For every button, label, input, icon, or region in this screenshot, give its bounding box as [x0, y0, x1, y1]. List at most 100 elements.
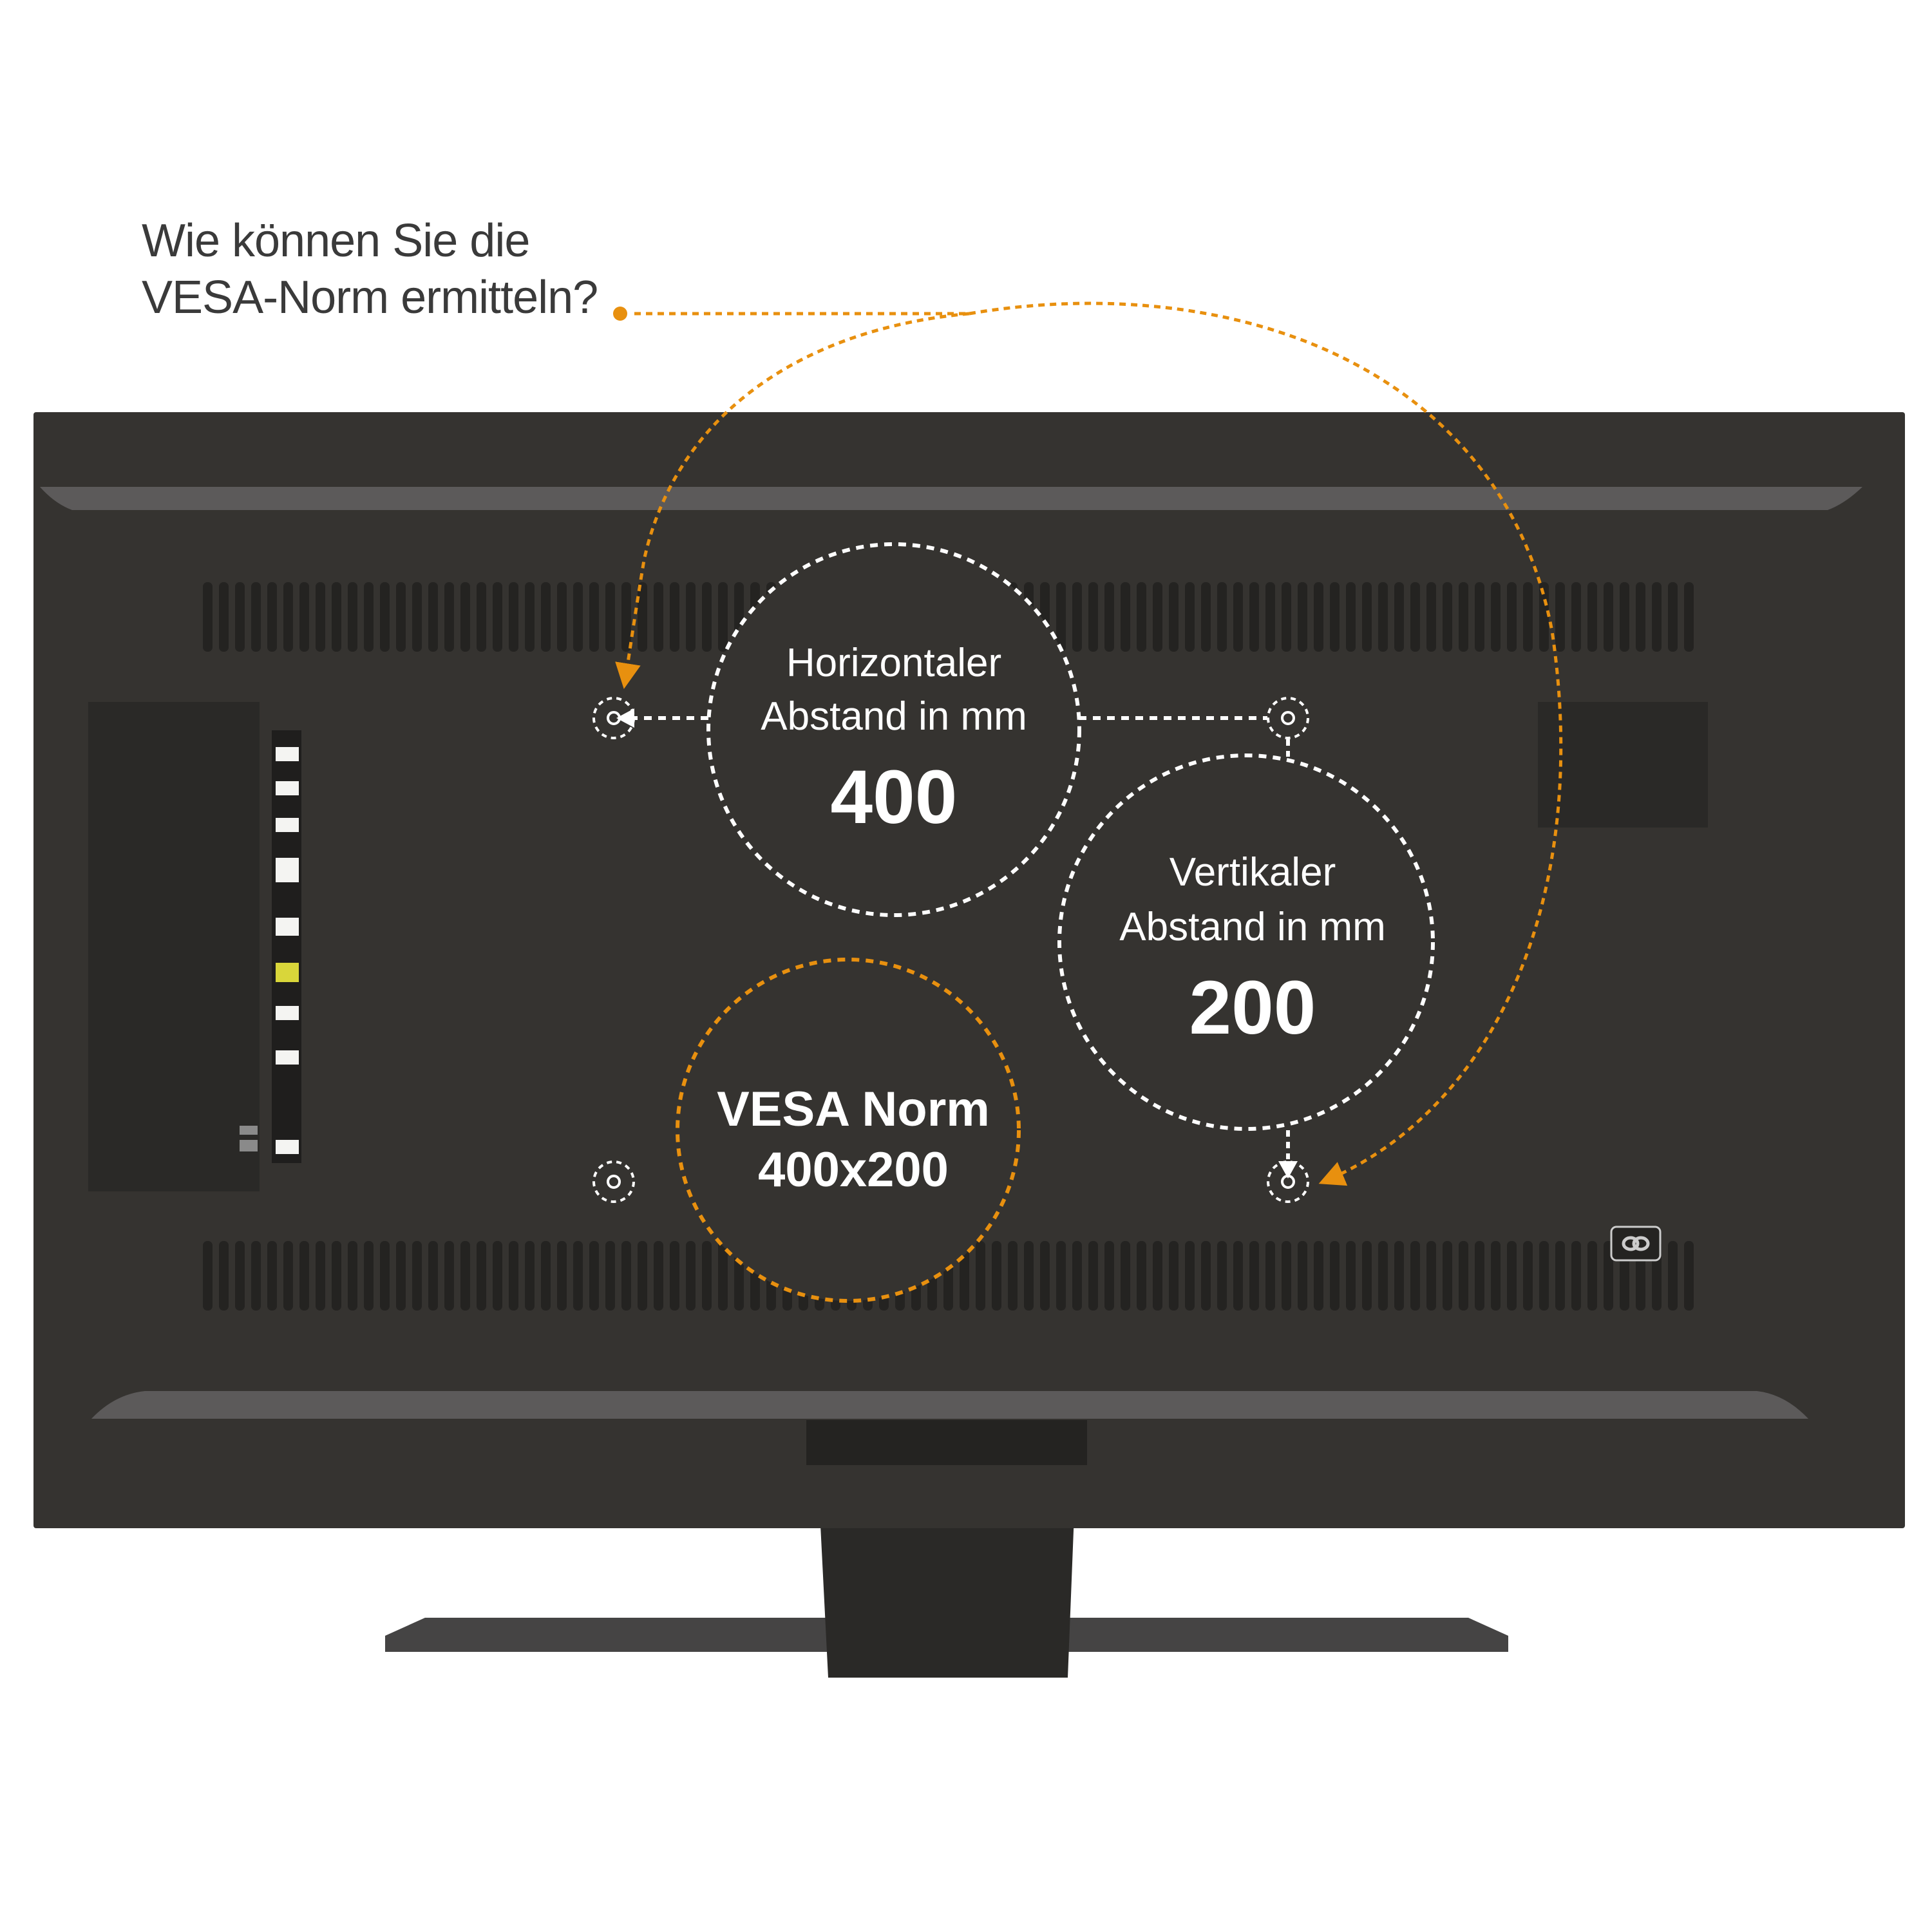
horizontal-distance-bubble: Horizontaler Abstand in mm 400: [706, 542, 1081, 917]
vent-slot: [1137, 1241, 1146, 1311]
vent-slot: [1201, 582, 1211, 652]
vent-slot: [573, 582, 583, 652]
vent-slot: [1233, 1241, 1243, 1311]
vent-slot: [1330, 582, 1340, 652]
vent-slot: [460, 582, 470, 652]
vent-slot: [332, 1241, 341, 1311]
vent-slot: [1652, 582, 1662, 652]
vent-slot: [1298, 1241, 1307, 1311]
vent-slot: [1056, 582, 1066, 652]
vent-slot: [525, 1241, 535, 1311]
stand-mount-block: [806, 1420, 1087, 1465]
pointer-arc-right: [969, 301, 1563, 1186]
vent-slot: [1104, 582, 1114, 652]
dimension-lines: [616, 708, 1298, 1179]
vent-slot: [1475, 1241, 1484, 1311]
vent-slot: [1169, 1241, 1179, 1311]
vent-slot: [299, 1241, 309, 1311]
vent-slot: [1024, 1241, 1034, 1311]
vent-slot: [283, 582, 293, 652]
vent-slot: [654, 1241, 663, 1311]
vent-slot: [203, 582, 213, 652]
vent-slot: [1217, 1241, 1227, 1311]
vent-slot: [1153, 582, 1162, 652]
vent-slot: [573, 1241, 583, 1311]
connector-port: [276, 781, 299, 795]
question-text: Wie können Sie die VESA-Norm ermitteln?: [142, 213, 598, 326]
vent-slot: [702, 1241, 712, 1311]
usb-port: [240, 1126, 258, 1135]
vertical-label-line-1: Vertikaler: [1170, 850, 1336, 895]
vesa-mount-holes: [592, 697, 1309, 1203]
screw-hole-center: [1281, 711, 1295, 725]
pointer-dot: [613, 307, 627, 321]
vent-slot: [686, 1241, 696, 1311]
vent-slot: [1539, 1241, 1549, 1311]
vent-slot: [589, 582, 599, 652]
vent-slot: [1008, 1241, 1018, 1311]
vent-slot: [1523, 582, 1533, 652]
vent-slot: [1604, 1241, 1613, 1311]
vent-slot: [316, 1241, 325, 1311]
vent-slot: [1507, 582, 1517, 652]
vent-slot: [1587, 1241, 1597, 1311]
vent-slot: [638, 582, 647, 652]
vent-slot: [1314, 582, 1323, 652]
vent-slot: [1426, 1241, 1436, 1311]
vent-slot: [412, 582, 422, 652]
vent-slot: [1153, 1241, 1162, 1311]
vent-slot: [235, 582, 245, 652]
connector-port: [276, 963, 299, 982]
horizontal-value: 400: [831, 755, 958, 840]
vent-slot: [428, 1241, 438, 1311]
vent-slot: [976, 1241, 985, 1311]
vent-slot: [557, 582, 567, 652]
vent-slot: [1233, 582, 1243, 652]
vent-slot: [1121, 1241, 1130, 1311]
vent-slot: [444, 582, 454, 652]
vent-slot: [1249, 1241, 1259, 1311]
vent-slot: [1346, 1241, 1356, 1311]
screw-hole-icon: [592, 1160, 635, 1203]
vent-slot: [1265, 582, 1275, 652]
vent-slot: [1443, 1241, 1452, 1311]
vent-slot: [412, 1241, 422, 1311]
vent-slot: [219, 582, 229, 652]
vent-slot: [1330, 1241, 1340, 1311]
vesa-norm-bubble: VESA Norm 400x200: [676, 958, 1021, 1303]
usb-port: [240, 1140, 258, 1151]
vent-slot: [380, 1241, 390, 1311]
vent-slot: [1587, 582, 1597, 652]
tv-top-rim: [40, 487, 1862, 510]
vesa-bubble-outline: [676, 958, 1021, 1303]
vent-slot: [654, 582, 663, 652]
vent-slot: [1362, 1241, 1372, 1311]
vent-slot: [1507, 1241, 1517, 1311]
vent-slot: [605, 1241, 615, 1311]
vent-slot: [316, 582, 325, 652]
vent-slot: [1410, 582, 1420, 652]
vent-slot: [1684, 582, 1694, 652]
vent-slot: [380, 582, 390, 652]
vent-slot: [1185, 1241, 1195, 1311]
vent-slot: [1668, 1241, 1678, 1311]
screw-hole-icon: [1267, 697, 1309, 739]
vent-slot: [605, 582, 615, 652]
vent-slot: [1459, 582, 1468, 652]
port-list: [276, 747, 299, 1154]
vent-slot: [541, 1241, 551, 1311]
vent-slot: [1282, 1241, 1291, 1311]
connector-port: [276, 918, 299, 936]
vent-slot: [1378, 582, 1388, 652]
vent-slot: [364, 582, 374, 652]
right-connector-panel: [1538, 702, 1708, 828]
vent-slot: [477, 582, 486, 652]
connector-port: [276, 818, 299, 832]
vent-slot: [1394, 582, 1404, 652]
vent-slot: [1394, 1241, 1404, 1311]
vent-slot: [686, 582, 696, 652]
vent-slot: [509, 1241, 518, 1311]
horizontal-label-line-1: Horizontaler: [786, 641, 1001, 685]
vent-slot: [1265, 1241, 1275, 1311]
